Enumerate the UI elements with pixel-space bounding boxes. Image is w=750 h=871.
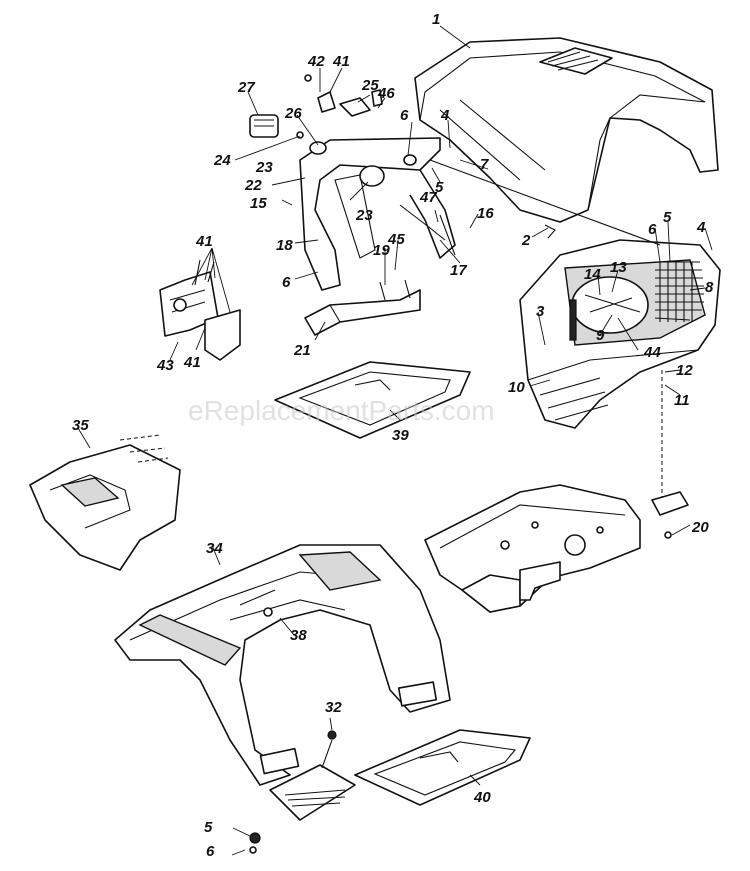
callout-6: 6 <box>282 274 291 291</box>
nut-5 <box>249 832 261 844</box>
callout-24: 24 <box>213 152 231 169</box>
callout-18: 18 <box>276 237 293 254</box>
hitch-plate <box>269 764 356 821</box>
control-assembly <box>159 259 241 361</box>
callout-4: 4 <box>440 107 450 124</box>
callout-35: 35 <box>72 417 89 434</box>
callout-9: 9 <box>596 327 605 344</box>
callout-43: 43 <box>156 357 174 374</box>
hood <box>414 37 719 223</box>
callout-32: 32 <box>325 699 342 716</box>
callout-5: 5 <box>204 819 213 836</box>
callout-47: 47 <box>419 189 437 206</box>
callout-40: 40 <box>473 789 491 806</box>
dash-controls <box>249 74 383 155</box>
grille-mount-bracket <box>651 491 689 516</box>
floor-plate-39 <box>274 361 471 439</box>
callout-38: 38 <box>290 627 307 644</box>
bolt-32 <box>327 730 337 740</box>
fender-34 <box>114 544 451 786</box>
callout-19: 19 <box>373 242 390 259</box>
rear-fender-35 <box>29 434 181 571</box>
callout-8: 8 <box>705 279 714 296</box>
hood-support-rod <box>429 159 661 246</box>
callout-5: 5 <box>663 209 672 226</box>
callout-6: 6 <box>400 107 409 124</box>
callout-46: 46 <box>377 85 395 102</box>
callout-22: 22 <box>244 177 262 194</box>
callout-13: 13 <box>610 259 627 276</box>
callout-26: 26 <box>284 105 302 122</box>
dash-panel <box>299 137 456 291</box>
callout-27: 27 <box>237 79 255 96</box>
callout-34: 34 <box>206 540 223 557</box>
callout-6: 6 <box>206 843 215 860</box>
watermark: eReplacementParts.com <box>188 395 495 426</box>
screw-38 <box>263 607 273 617</box>
callout-44: 44 <box>643 344 661 361</box>
callout-41: 41 <box>195 233 213 250</box>
callout-5: 5 <box>435 179 444 196</box>
callout-6: 6 <box>648 221 657 238</box>
callout-21: 21 <box>293 342 311 359</box>
callout-12: 12 <box>676 362 693 379</box>
callout-25: 25 <box>361 77 379 94</box>
callout-41: 41 <box>332 53 350 70</box>
callout-45: 45 <box>387 231 405 248</box>
callout-14: 14 <box>584 266 601 283</box>
leader-lines <box>77 25 713 856</box>
callout-42: 42 <box>307 53 325 70</box>
callout-41: 41 <box>183 354 201 371</box>
callout-7: 7 <box>480 156 489 173</box>
callout-11: 11 <box>674 392 690 409</box>
throttle-linkage <box>399 204 446 241</box>
callout-1: 1 <box>432 11 440 28</box>
callout-3: 3 <box>536 303 545 320</box>
screw-20 <box>664 531 672 539</box>
callout-23: 23 <box>255 159 273 176</box>
hood-bracket <box>544 224 556 239</box>
callout-15: 15 <box>250 195 267 212</box>
callout-20: 20 <box>691 519 709 536</box>
grille-housing <box>519 239 721 429</box>
frame <box>424 484 641 613</box>
floor-plate-40 <box>354 729 531 806</box>
callouts: 1 2 3 4 4 5 5 5 6 6 6 6 7 8 9 10 11 12 1… <box>72 11 714 860</box>
callout-16: 16 <box>477 205 494 222</box>
callout-23: 23 <box>355 207 373 224</box>
callout-10: 10 <box>508 379 525 396</box>
callout-4: 4 <box>696 219 706 236</box>
callout-39: 39 <box>392 427 409 444</box>
callout-2: 2 <box>521 232 531 249</box>
callout-17: 17 <box>450 262 467 279</box>
